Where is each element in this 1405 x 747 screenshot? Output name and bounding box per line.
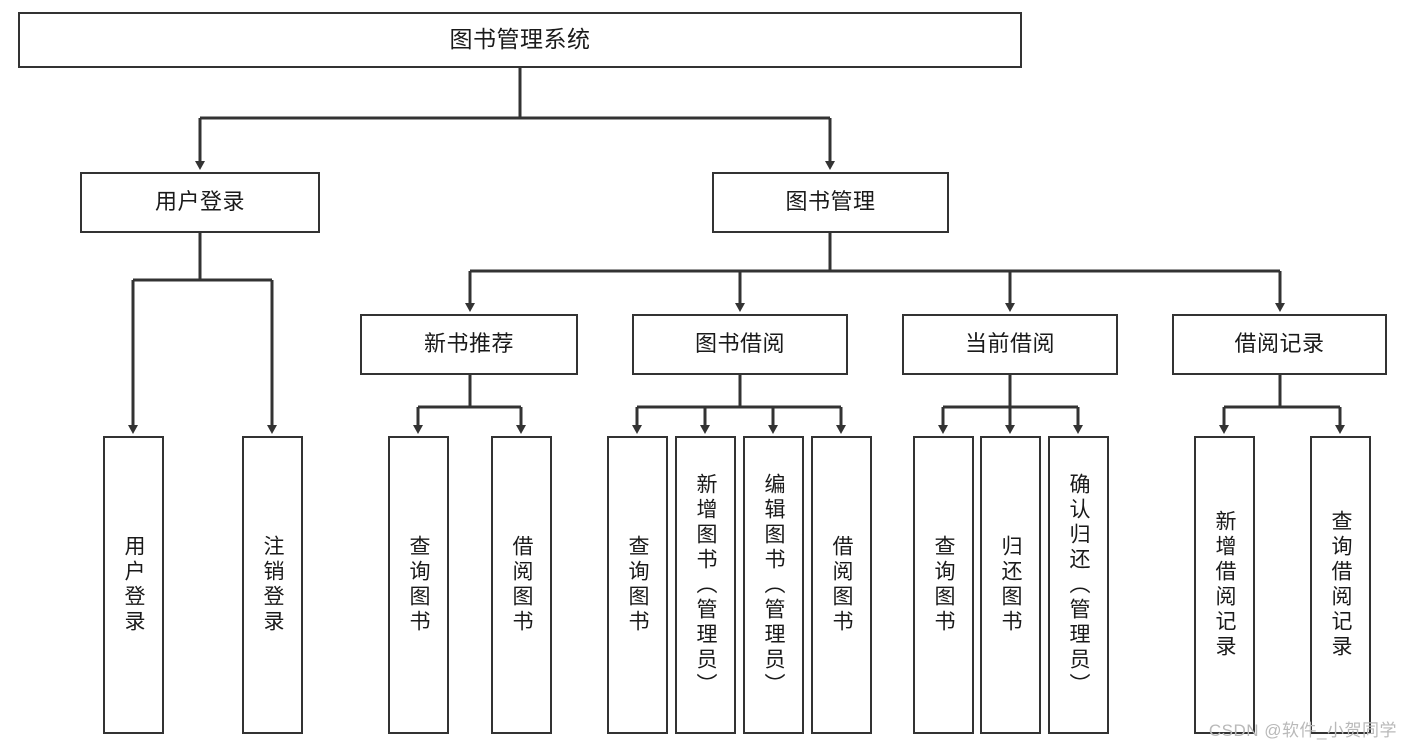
node-label: 借阅图书 xyxy=(510,535,533,635)
node-borrow-record[interactable]: 借阅记录 xyxy=(1172,314,1387,375)
node-label: 图书管理 xyxy=(785,189,876,215)
node-label: 查询图书 xyxy=(932,535,955,635)
leaf-edit-book-admin[interactable]: 编辑图书（管理员） xyxy=(743,436,804,734)
node-label: 新增借阅记录 xyxy=(1213,510,1236,660)
leaf-confirm-return-admin[interactable]: 确认归还（管理员） xyxy=(1048,436,1109,734)
leaf-query-borrow-record[interactable]: 查询借阅记录 xyxy=(1310,436,1371,734)
leaf-user-login[interactable]: 用户登录 xyxy=(103,436,164,734)
leaf-return-book[interactable]: 归还图书 xyxy=(980,436,1041,734)
node-label: 归还图书 xyxy=(999,535,1022,635)
node-book-borrow[interactable]: 图书借阅 xyxy=(632,314,848,375)
node-label: 注销登录 xyxy=(261,535,284,635)
node-label: 用户登录 xyxy=(154,189,245,215)
node-root-system[interactable]: 图书管理系统 xyxy=(18,12,1022,68)
node-label: 编辑图书（管理员） xyxy=(762,472,785,698)
leaf-logout-login[interactable]: 注销登录 xyxy=(242,436,303,734)
leaf-add-borrow-record[interactable]: 新增借阅记录 xyxy=(1194,436,1255,734)
node-current-borrow[interactable]: 当前借阅 xyxy=(902,314,1118,375)
node-label: 图书管理系统 xyxy=(449,26,591,53)
leaf-borrow-book-recommend[interactable]: 借阅图书 xyxy=(491,436,552,734)
leaf-add-book-admin[interactable]: 新增图书（管理员） xyxy=(675,436,736,734)
node-user-login[interactable]: 用户登录 xyxy=(80,172,320,233)
leaf-query-book-recommend[interactable]: 查询图书 xyxy=(388,436,449,734)
node-label: 当前借阅 xyxy=(964,331,1055,357)
node-label: 查询图书 xyxy=(626,535,649,635)
node-new-book-recommend[interactable]: 新书推荐 xyxy=(360,314,578,375)
node-label: 借阅图书 xyxy=(830,535,853,635)
leaf-query-book-borrow[interactable]: 查询图书 xyxy=(607,436,668,734)
leaf-borrow-book[interactable]: 借阅图书 xyxy=(811,436,872,734)
csdn-watermark: CSDN @软件_小贺同学 xyxy=(1208,721,1397,740)
node-label: 查询图书 xyxy=(407,535,430,635)
leaf-query-book-current[interactable]: 查询图书 xyxy=(913,436,974,734)
node-label: 确认归还（管理员） xyxy=(1067,472,1090,698)
node-label: 借阅记录 xyxy=(1234,331,1325,357)
node-book-manage[interactable]: 图书管理 xyxy=(712,172,949,233)
node-label: 用户登录 xyxy=(122,535,145,635)
node-label: 新书推荐 xyxy=(423,331,514,357)
node-label: 图书借阅 xyxy=(694,331,785,357)
node-label: 查询借阅记录 xyxy=(1329,510,1352,660)
node-label: 新增图书（管理员） xyxy=(694,472,717,698)
